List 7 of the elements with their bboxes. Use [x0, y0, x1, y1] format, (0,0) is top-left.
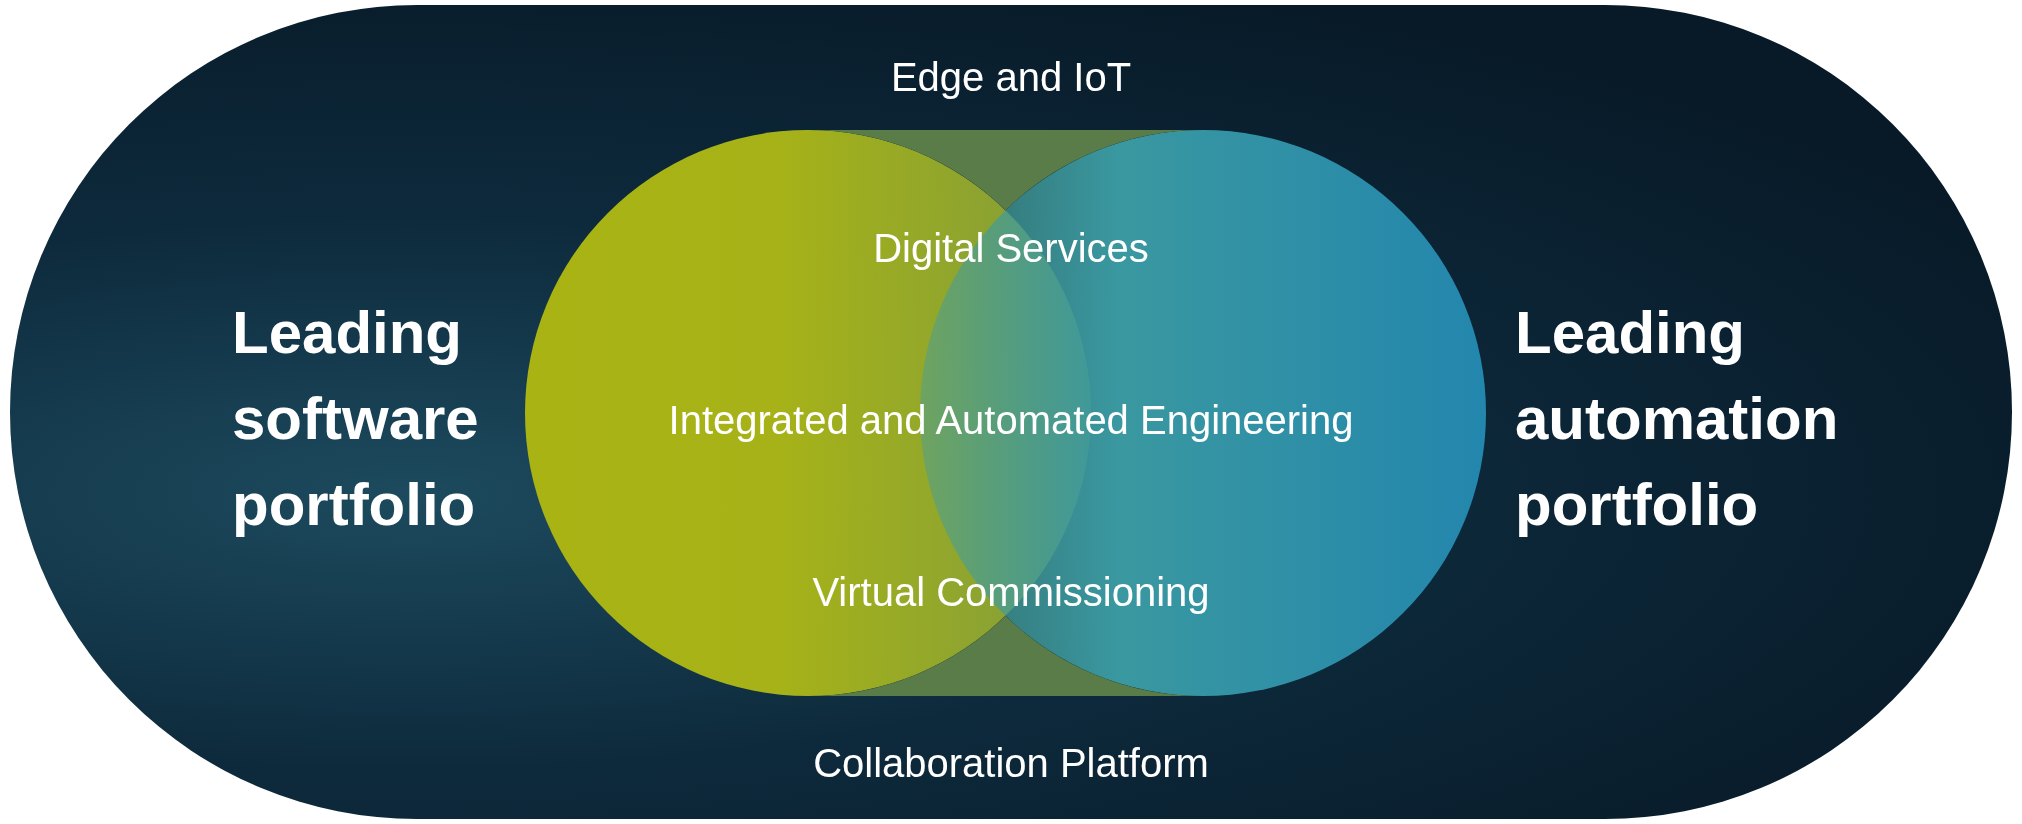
- overlap-text: Integrated and Automated Engineering: [668, 397, 1354, 443]
- portfolio-heading: Leading automation portfolio: [1515, 298, 1840, 540]
- section-heading: Collaboration Platform: [813, 740, 1209, 786]
- overlap-text: Digital Services: [873, 225, 1149, 271]
- section-heading: Edge and IoT: [890, 54, 1132, 100]
- portfolio-heading: Leading software portfolio: [232, 298, 480, 540]
- overlap-text: Virtual Commissioning: [812, 569, 1210, 615]
